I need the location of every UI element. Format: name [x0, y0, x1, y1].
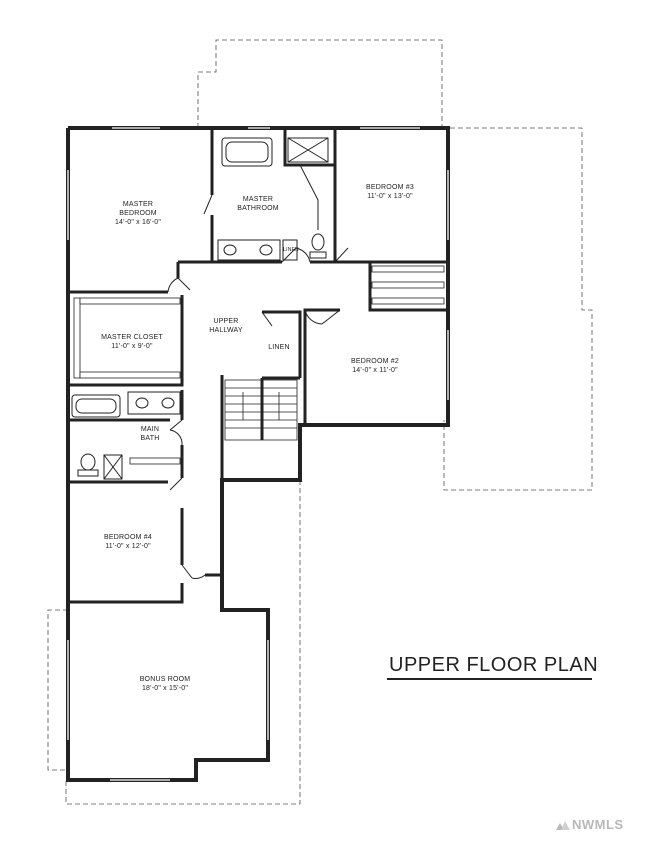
room-name: LINEN: [268, 344, 290, 351]
closet-shelving: [73, 265, 445, 465]
room-dimensions: 14'-0" x 11'-0": [352, 367, 398, 374]
room-name: BEDROOM: [119, 210, 157, 217]
room-dimensions: 11'-0" x 12'-0": [105, 543, 151, 550]
lower-level-outline: [47, 39, 593, 805]
room-master-closet: MASTER CLOSET 11'-0" x 9'-0": [92, 333, 172, 351]
room-name: MASTER CLOSET: [101, 334, 163, 341]
room-name: HALLWAY: [209, 327, 243, 334]
room-name: BEDROOM #2: [351, 358, 399, 365]
room-main-bath: MAIN BATH: [130, 425, 170, 443]
interior-walls: [68, 128, 448, 604]
room-linen-hall: LINEN: [264, 343, 294, 352]
room-dimensions: 14'-0" x 16'-0": [114, 219, 162, 226]
room-name: BATH: [140, 435, 160, 442]
room-name: BEDROOM #3: [366, 184, 414, 191]
door-swings: [167, 164, 349, 579]
room-master-bedroom: MASTER BEDROOM 14'-0" x 16'-0": [98, 200, 178, 227]
room-name: BEDROOM #4: [104, 534, 152, 541]
room-name: LINEN: [283, 247, 299, 253]
nwmls-logo-icon: [556, 821, 570, 830]
room-dimensions: 11'-0" x 9'-0": [111, 343, 153, 350]
exterior-walls: [66, 126, 450, 782]
room-bedroom-3: BEDROOM #3 11'-0" x 13'-0": [350, 183, 430, 201]
stairs: [224, 379, 298, 441]
room-name: MASTER: [122, 201, 154, 208]
room-name: MASTER: [242, 196, 274, 203]
room-name: BATHROOM: [237, 205, 279, 212]
room-name: BONUS ROOM: [139, 676, 191, 683]
plan-title: UPPER FLOOR PLAN: [389, 654, 599, 676]
watermark-text: NWMLS: [572, 817, 624, 832]
room-linen-master: LINEN: [280, 246, 302, 255]
room-name: UPPER: [213, 318, 239, 325]
room-dimensions: 11'-0" x 13'-0": [367, 193, 413, 200]
window-lines: [67, 127, 449, 781]
room-bedroom-4: BEDROOM #4 11'-0" x 12'-0": [88, 533, 168, 551]
room-bonus-room: BONUS ROOM 18'-0" x 15'-0": [125, 675, 205, 693]
room-dimensions: 18'-0" x 15'-0": [141, 685, 189, 692]
room-master-bathroom: MASTER BATHROOM: [222, 195, 294, 213]
bath-fixtures: [71, 137, 329, 480]
room-name: MAIN: [140, 426, 160, 433]
room-upper-hallway: UPPER HALLWAY: [196, 317, 256, 335]
title-underline: [387, 678, 592, 680]
room-bedroom-2: BEDROOM #2 14'-0" x 11'-0": [335, 357, 415, 375]
mls-watermark: NWMLS: [556, 817, 624, 832]
